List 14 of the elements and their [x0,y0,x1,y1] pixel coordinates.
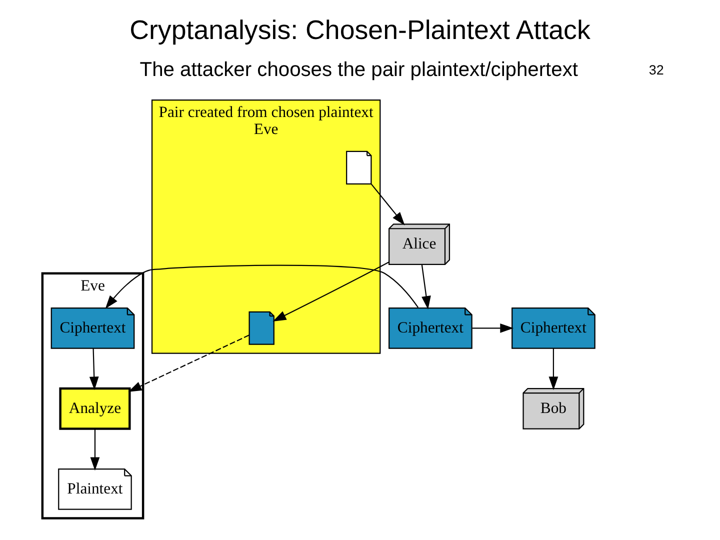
label: The attacker chooses the pair plaintext/ciphertext [140,58,578,81]
arrow [128,334,250,392]
diagram-title: Cryptanalysis: Chosen-Plaintext Attack [130,14,590,45]
arrow [272,262,390,322]
cluster: Pair created from chosen plaintext Eve [151,99,381,354]
node-box: Analyze [59,387,131,430]
label: 32 [648,62,664,78]
arrow [370,184,405,226]
arrow [548,348,558,390]
arrow [90,429,100,471]
arrow [472,323,514,333]
arrow [89,348,99,390]
arrow [421,264,431,310]
arrow [105,264,419,309]
